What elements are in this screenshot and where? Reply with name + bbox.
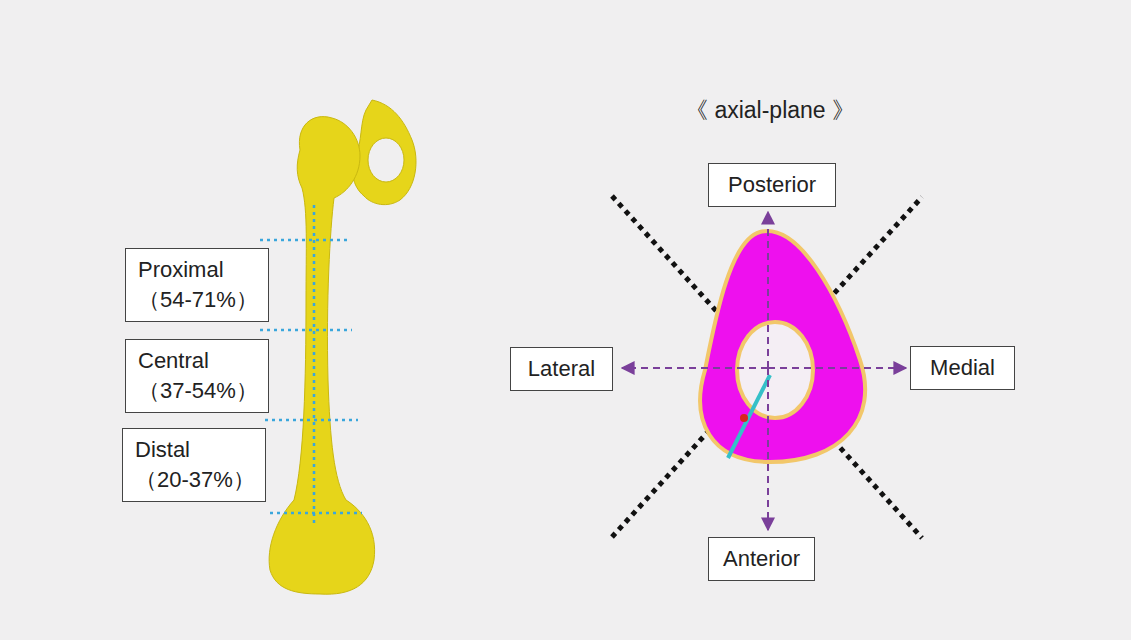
sector-lines <box>612 196 922 538</box>
direction-box: Posterior <box>708 163 836 207</box>
region-label: Lateral <box>519 354 604 384</box>
region-label: Posterior <box>717 170 827 200</box>
direction-box: Anterior <box>708 537 815 581</box>
panel-heading: 《 axial-plane 》 <box>685 95 855 126</box>
region-box: Proximal （54-71%） <box>125 248 269 322</box>
direction-box: Lateral <box>510 347 613 391</box>
region-label: Central （37-54%） <box>134 346 260 405</box>
femur-drawing <box>269 100 416 594</box>
level-lines <box>260 205 362 526</box>
region-label: Distal （20-37%） <box>131 435 257 494</box>
region-label: Anterior <box>717 544 806 574</box>
region-label: Medial <box>919 353 1006 383</box>
axis-arrows <box>622 212 906 530</box>
bone-section <box>700 231 865 462</box>
region-box: Central （37-54%） <box>125 339 269 413</box>
region-box: Distal （20-37%） <box>122 428 266 502</box>
direction-box: Medial <box>910 346 1015 390</box>
region-label: Proximal （54-71%） <box>134 255 260 314</box>
